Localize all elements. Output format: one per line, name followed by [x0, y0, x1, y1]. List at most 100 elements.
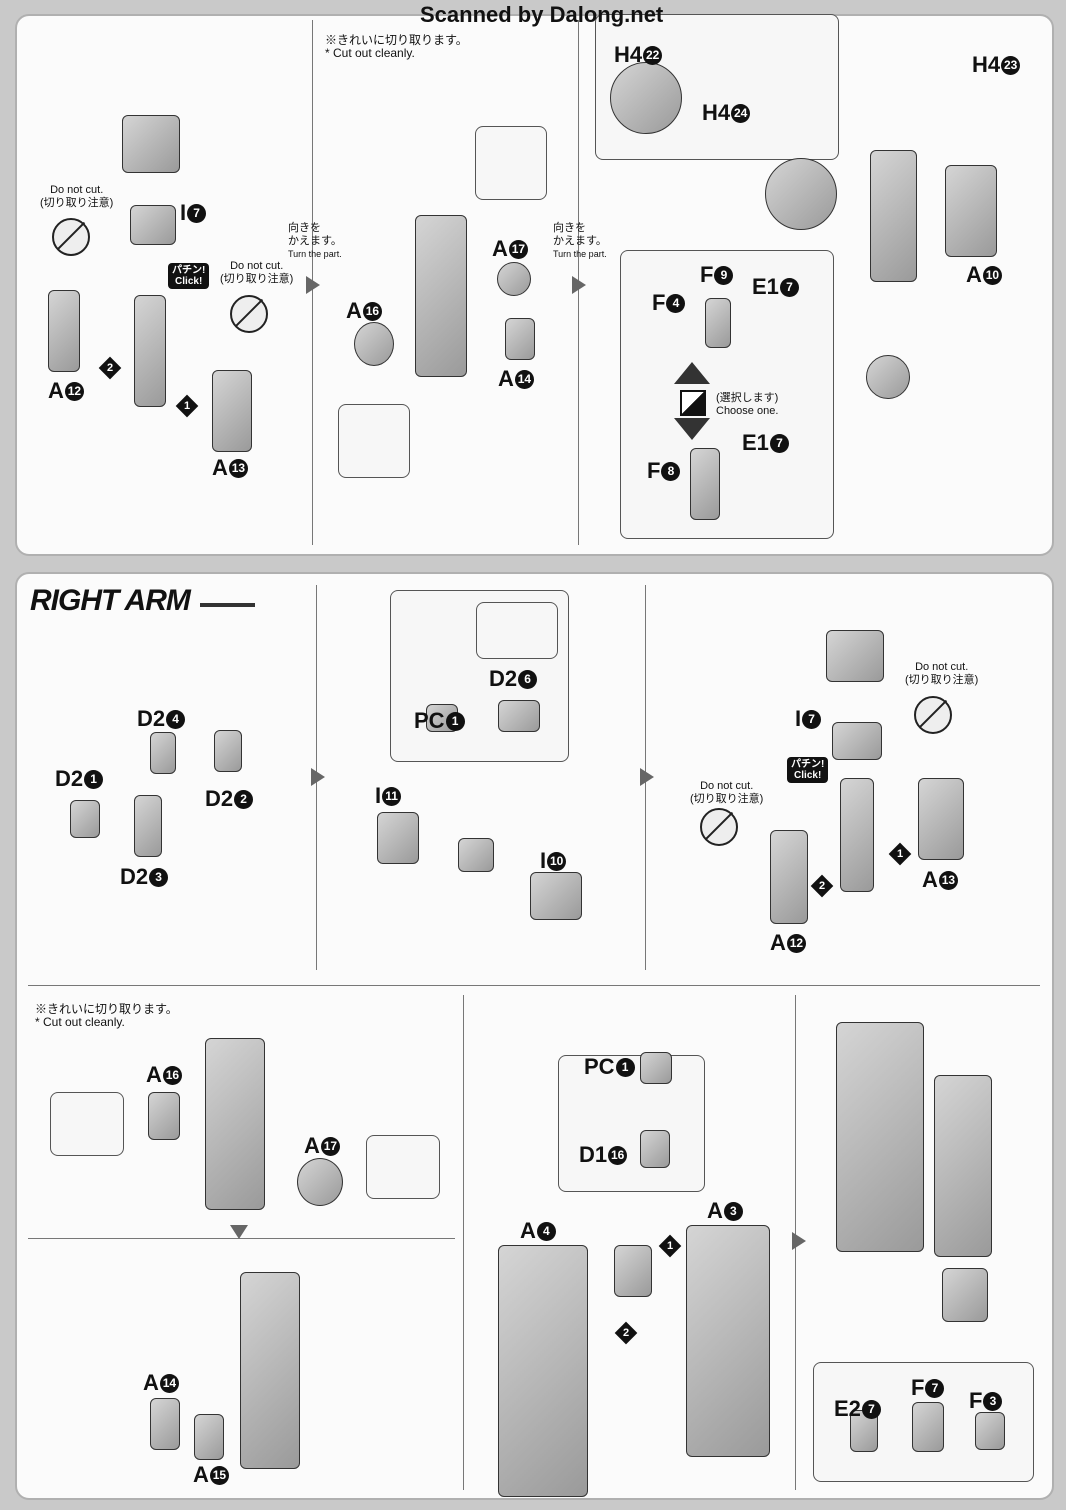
part-drawing: [214, 730, 242, 772]
next-step-arrow-icon: [306, 276, 320, 294]
title-underline: [200, 603, 255, 607]
detail-box: [338, 404, 410, 478]
no-cut-icon: [914, 696, 952, 734]
part-drawing: [148, 1092, 180, 1140]
part-drawing: [150, 732, 176, 774]
part-drawing: [690, 448, 720, 520]
cut-cleanly-note: ※きれいに切り取ります。* Cut out cleanly.: [325, 33, 468, 60]
detail-box: [476, 602, 558, 659]
part-drawing: [134, 795, 162, 857]
part-drawing: [934, 1075, 992, 1257]
part-drawing: [130, 205, 176, 245]
part-drawing: [942, 1268, 988, 1322]
divider: [28, 985, 1040, 986]
part-drawing: [832, 722, 882, 760]
part-drawing: [705, 298, 731, 348]
do-not-cut-note: Do not cut.(切り取り注意): [905, 661, 979, 686]
part-drawing: [212, 370, 252, 452]
part-drawing: [912, 1402, 944, 1452]
part-drawing: [240, 1272, 300, 1469]
do-not-cut-note: Do not cut.(切り取り注意): [40, 184, 114, 209]
detail-box: [366, 1135, 440, 1199]
no-cut-icon: [230, 295, 268, 333]
next-step-arrow-icon: [311, 768, 325, 786]
no-cut-icon: [700, 808, 738, 846]
part-drawing: [870, 150, 917, 282]
choose-one-icon: [680, 390, 706, 416]
next-step-arrow-icon: [640, 768, 654, 786]
part-drawing: [122, 115, 180, 173]
part-drawing: [686, 1225, 770, 1457]
divider: [463, 995, 464, 1490]
watermark: Scanned by Dalong.net: [420, 2, 664, 27]
next-step-arrow-icon: [572, 276, 586, 294]
choose-arrow-down-icon: [674, 418, 710, 440]
part-drawing: [945, 165, 997, 257]
click-badge: パチン!Click!: [787, 757, 829, 783]
section-title: RIGHT ARM: [30, 584, 191, 617]
turn-the-part-note: 向きをかえます。Turn the part.: [553, 222, 607, 259]
part-drawing: [840, 778, 874, 892]
part-drawing: [415, 215, 467, 377]
part-drawing: [610, 62, 682, 134]
part-drawing: [354, 322, 394, 366]
part-drawing: [150, 1398, 180, 1450]
part-drawing: [530, 872, 582, 920]
part-drawing: [826, 630, 884, 682]
part-drawing: [505, 318, 535, 360]
part-drawing: [975, 1412, 1005, 1450]
part-drawing: [765, 158, 837, 230]
part-drawing: [498, 1245, 588, 1497]
do-not-cut-note: Do not cut.(切り取り注意): [690, 780, 764, 805]
detail-box: [50, 1092, 124, 1156]
part-drawing: [194, 1414, 224, 1460]
part-drawing: [377, 812, 419, 864]
part-drawing: [134, 295, 166, 407]
part-drawing: [866, 355, 910, 399]
detail-box-d1: [558, 1055, 705, 1192]
part-drawing: [205, 1038, 265, 1210]
part-drawing: [770, 830, 808, 924]
choose-arrow-up-icon: [674, 362, 710, 384]
part-drawing: [458, 838, 494, 872]
part-drawing: [70, 800, 100, 838]
next-step-arrow-icon: [230, 1225, 248, 1239]
part-drawing: [836, 1022, 924, 1252]
turn-the-part-note: 向きをかえます。Turn the part.: [288, 222, 342, 259]
cut-cleanly-note: ※きれいに切り取ります。* Cut out cleanly.: [35, 1002, 178, 1029]
next-step-arrow-icon: [792, 1232, 806, 1250]
